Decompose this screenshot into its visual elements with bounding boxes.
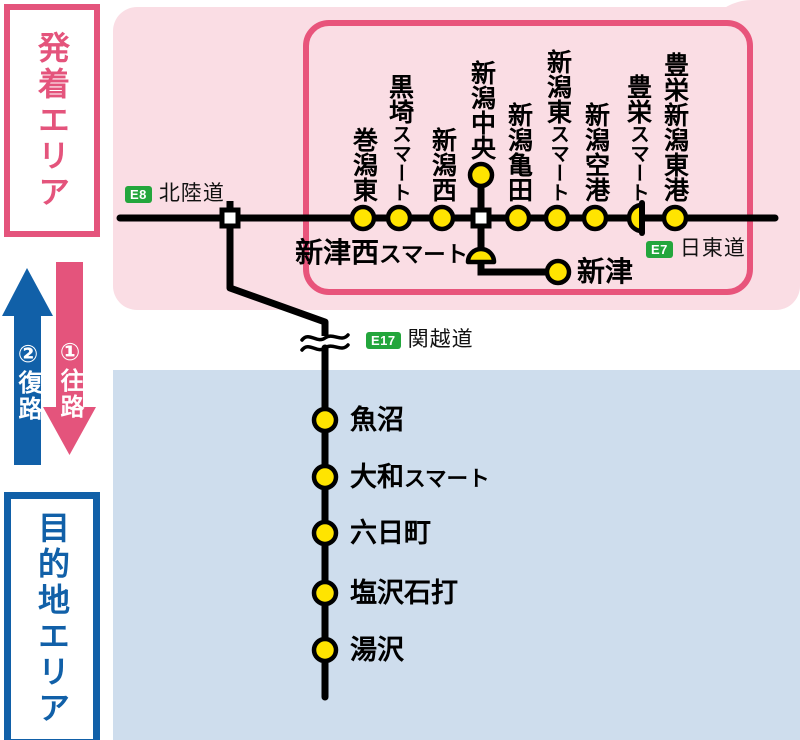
destination-area-panel [113,370,800,740]
station-label: 新津西スマート [295,237,468,268]
e7-badge: E7 [646,240,673,258]
station-label: 新潟亀田 [504,102,533,202]
station-label: 大和スマート [350,462,490,492]
destination-area-box: 目的地エリア [4,492,100,740]
e8-badge: E8 [125,185,152,203]
station-label: 巻潟東 [349,127,378,202]
station-label: 塩沢石打 [350,578,458,608]
station-label: 新潟空港 [581,102,610,202]
target-interchanges-box [303,20,753,295]
station-label: 魚沼 [350,405,404,435]
station-label: 黒埼スマート [385,74,414,202]
station-label: 新潟東スマート [543,49,572,202]
road-kanetsu: E17 関越道 [366,329,474,351]
return-arrow-label: ②復路 [14,340,41,422]
departure-area-box: 発着エリア [4,4,100,237]
station-label: 豊栄新潟東港 [660,52,689,202]
station-label: 六日町 [350,518,431,548]
station-label: 新津 [577,256,634,287]
departure-area-label: 発着エリア [34,30,70,211]
road-name-hokuriku: 北陸道 [158,182,225,205]
station-label: 新潟中央 [467,60,496,160]
line-break-icon [300,333,350,352]
destination-area-label: 目的地エリア [34,511,70,727]
road-name-kanetsu: 関越道 [407,328,474,351]
e17-badge: E17 [366,331,401,349]
outbound-arrow-label: ①往路 [56,338,83,420]
station-label: 湯沢 [350,635,404,665]
road-hokuriku: E8 北陸道 [125,183,225,205]
station-label: 豊栄スマート [623,74,652,202]
road-nitto: E7 日東道 [646,238,746,260]
road-name-nitto: 日東道 [679,237,746,260]
station-label: 新潟西 [428,127,457,202]
